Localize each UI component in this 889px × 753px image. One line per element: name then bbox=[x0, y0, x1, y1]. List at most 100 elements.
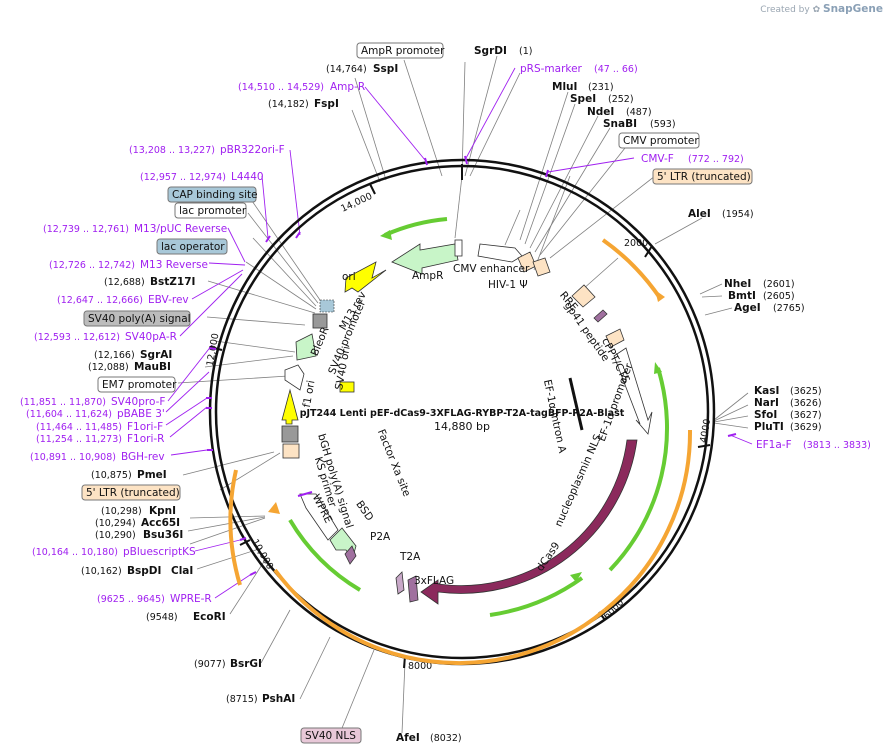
f1-ori-arrow bbox=[281, 388, 299, 425]
label-nari: NarI bbox=[754, 397, 779, 409]
label-fspi-pos: (14,182) bbox=[268, 99, 309, 110]
label-ampr-promoter: AmpR promoter bbox=[361, 45, 445, 57]
label-sfoi-pos: (3627) bbox=[790, 410, 822, 421]
label-lac-operator: lac operator bbox=[161, 241, 225, 253]
label-sspi-pos: (14,764) bbox=[326, 64, 367, 75]
label-pshai: PshAI bbox=[262, 693, 295, 705]
label-ampr-primer: Amp-R bbox=[330, 81, 365, 93]
label-clai: ClaI bbox=[171, 565, 193, 577]
cmv-promoter-box-label bbox=[618, 132, 700, 149]
label-pshai-pos: (8715) bbox=[226, 694, 258, 705]
t2a-box bbox=[395, 571, 405, 595]
label-agei: AgeI bbox=[734, 302, 761, 314]
tick-14000: 14,000 bbox=[339, 191, 374, 215]
snapgene-brand: Created by ✿ SnapGene bbox=[760, 3, 883, 15]
ef1a-intron-line bbox=[568, 377, 584, 431]
label-pbabe: pBABE 3' bbox=[117, 408, 165, 420]
label-pbr322-pos: (13,208 .. 13,227) bbox=[129, 145, 215, 156]
label-l4440-pos: (12,957 .. 12,974) bbox=[140, 172, 226, 183]
label-pmei: PmeI bbox=[137, 469, 167, 481]
label-acc65i: Acc65I bbox=[141, 517, 180, 529]
p2a-box bbox=[344, 545, 357, 565]
wpre-primer-mark bbox=[297, 491, 313, 497]
label-agei-pos: (2765) bbox=[773, 303, 805, 314]
ltr-left-head bbox=[268, 502, 280, 514]
label-sv40pa: SV40pA-R bbox=[125, 331, 177, 343]
label-bsrgi: BsrGI bbox=[230, 658, 262, 670]
feature-ampr: AmpR bbox=[412, 270, 443, 282]
label-bsu36i: Bsu36I bbox=[143, 529, 183, 541]
ltr-box-left bbox=[282, 443, 300, 459]
label-nhei-pos: (2601) bbox=[763, 279, 795, 290]
ltr-arc-left bbox=[228, 469, 242, 586]
label-bmti: BmtI bbox=[728, 290, 756, 302]
label-pluti-pos: (3629) bbox=[790, 422, 822, 433]
label-ecori-pos: (9548) bbox=[146, 612, 178, 623]
label-ltr-bottom: 5' LTR (truncated) bbox=[86, 487, 180, 499]
lac-box bbox=[319, 299, 335, 313]
wpre-arrow bbox=[299, 493, 339, 541]
sv40-polya-box bbox=[312, 313, 328, 329]
feature-cmv-enhancer: CMV enhancer bbox=[453, 263, 530, 275]
label-maubi-pos: (12,088) bbox=[88, 362, 129, 373]
bgh-box bbox=[281, 425, 299, 443]
label-snabi-pos: (593) bbox=[650, 119, 676, 130]
label-ebvrev: EBV-rev bbox=[148, 294, 189, 306]
label-ecori: EcoRI bbox=[193, 611, 226, 623]
label-ndei: NdeI bbox=[587, 106, 614, 118]
label-f1orir: F1ori-R bbox=[127, 433, 164, 445]
label-m13puc-pos: (12,739 .. 12,761) bbox=[43, 224, 129, 235]
label-maubi: MauBI bbox=[134, 361, 171, 373]
label-bghrev-pos: (10,891 .. 10,908) bbox=[30, 452, 116, 463]
cppt-box bbox=[605, 328, 625, 348]
label-ltr-top: 5' LTR (truncated) bbox=[657, 171, 751, 183]
label-sv40polya: SV40 poly(A) signal bbox=[88, 313, 191, 325]
label-bsrgi-pos: (9077) bbox=[194, 659, 226, 670]
ltr-top-box-label bbox=[652, 168, 753, 185]
label-alei: AleI bbox=[688, 208, 711, 220]
label-cmvf-pos: (772 .. 792) bbox=[688, 154, 744, 165]
green-arc-top bbox=[384, 217, 448, 237]
plasmid-name: pJT244 Lenti pEF-dCas9-3XFLAG-RYBP-T2A-t… bbox=[300, 408, 625, 419]
label-pbabe-pos: (11,604 .. 11,624) bbox=[26, 409, 112, 420]
label-afei-pos: (8032) bbox=[430, 733, 462, 744]
label-bghrev: BGH-rev bbox=[121, 451, 165, 463]
green-arc-right-head bbox=[654, 362, 662, 374]
label-fspi: FspI bbox=[314, 98, 339, 110]
ori-arrow bbox=[344, 261, 387, 293]
ef1a-promoter-arrow bbox=[613, 347, 653, 435]
cap-box-label bbox=[167, 186, 257, 203]
label-pluti: PluTI bbox=[754, 421, 784, 433]
gp41-box bbox=[593, 309, 608, 323]
label-f1orir-pos: (11,254 .. 11,273) bbox=[36, 434, 122, 445]
label-sv40-nls: SV40 NLS bbox=[305, 730, 356, 742]
ampr-promoter-box-label bbox=[356, 42, 444, 59]
ltr-arc-right bbox=[603, 429, 693, 612]
label-sgrai: SgrAI bbox=[140, 349, 172, 361]
label-kasi: KasI bbox=[754, 385, 779, 397]
feature-factor-xa: Factor Xa site bbox=[375, 428, 413, 499]
label-pbsks-pos: (10,164 .. 10,180) bbox=[32, 547, 118, 558]
label-nhei: NheI bbox=[724, 278, 751, 290]
brand-prefix: Created by bbox=[760, 5, 810, 15]
feature-f1-ori: f1 ori bbox=[301, 379, 318, 408]
feature-ori: ori bbox=[342, 271, 356, 283]
label-bsu36i-pos: (10,290) bbox=[95, 530, 136, 541]
dcas9-arrow bbox=[420, 439, 638, 605]
label-sgrdi: SgrDI bbox=[474, 45, 507, 57]
cmv-enhancer-arrow bbox=[477, 243, 523, 263]
label-nari-pos: (3626) bbox=[790, 398, 822, 409]
sv40-ori-box bbox=[339, 381, 355, 393]
label-cap: CAP binding site bbox=[172, 189, 258, 201]
feature-gp41: gp41 peptide bbox=[562, 300, 612, 364]
label-kpni-pos: (10,298) bbox=[101, 506, 142, 517]
label-prs-marker: pRS-marker bbox=[520, 63, 583, 75]
label-m13rev: M13 Reverse bbox=[140, 259, 208, 271]
label-m13puc: M13/pUC Reverse bbox=[134, 223, 227, 235]
label-ef1af-pos: (3813 .. 3833) bbox=[803, 440, 871, 451]
plasmid-size: 14,880 bp bbox=[434, 420, 490, 433]
label-l4440: L4440 bbox=[231, 171, 264, 183]
ltr-arc-bottom bbox=[273, 568, 607, 666]
tick-8000: 8000 bbox=[408, 661, 432, 672]
